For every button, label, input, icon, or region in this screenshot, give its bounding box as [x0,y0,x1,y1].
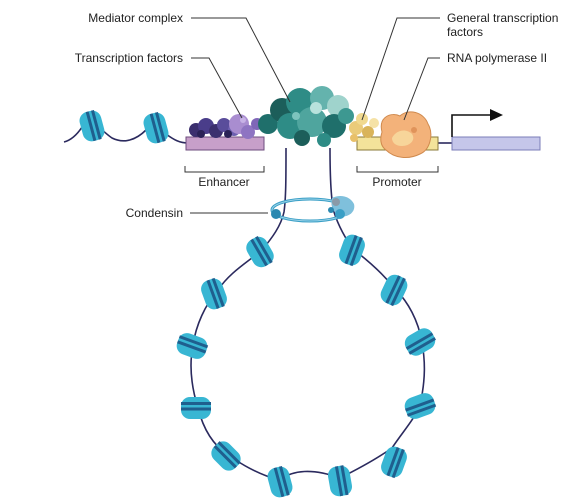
label-mediator-complex: Mediator complex [88,11,183,25]
leader-mediator [191,17,291,103]
leader-lines [190,17,440,214]
general-transcription-factors [349,113,379,142]
tss-arrow-icon [490,109,503,121]
enhancer-bracket [184,166,265,173]
label-general-transcription-factors-line1: General transcription [447,11,558,25]
dna-loop [190,147,426,481]
label-condensin: Condensin [126,206,183,220]
nucleosome [246,236,274,268]
label-rna-polymerase-ii: RNA polymerase II [447,51,547,65]
condensin-ring [270,196,355,223]
nucleosome [211,441,241,471]
label-promoter: Promoter [372,175,421,189]
nucleosome [201,277,227,310]
enhancer-box [185,136,265,151]
promoter-bracket [356,166,439,173]
mediator-complex [258,86,354,147]
nucleosome [176,333,209,359]
transcription-factors [189,114,263,139]
nucleosome [404,393,437,419]
nucleosome [327,465,353,497]
nucleosome [267,465,293,498]
rna-polymerase-ii [380,111,432,158]
gene-body [451,136,541,151]
nucleosome [404,328,436,356]
leader-gtf [361,17,440,121]
label-transcription-factors: Transcription factors [75,51,183,65]
nucleosome [79,109,105,142]
label-general-transcription-factors-line2: factors [447,25,483,39]
tss-arrow-line [451,114,492,137]
nucleosome [143,111,169,144]
nucleosome [380,274,408,307]
leader-tf [191,57,243,119]
nucleosome [381,446,407,479]
leader-rnapol [403,57,440,121]
nucleosome [181,397,211,419]
nucleosome [339,234,365,267]
label-enhancer: Enhancer [198,175,249,189]
